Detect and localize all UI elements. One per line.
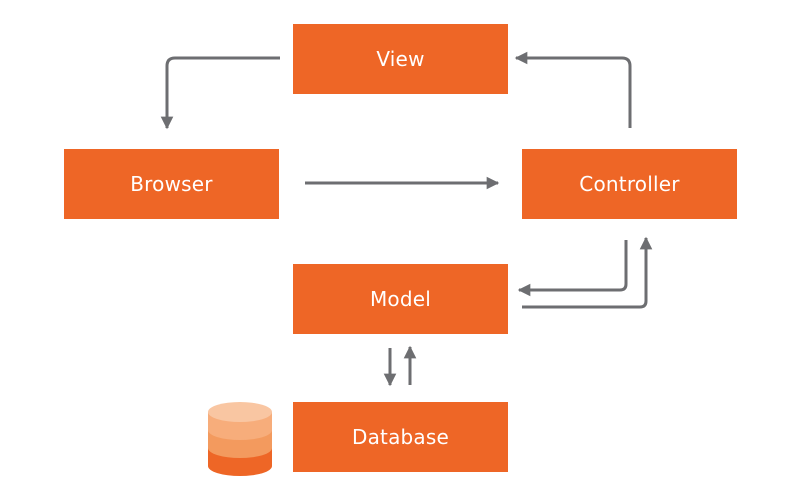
arrow-model-to-controller bbox=[522, 236, 653, 309]
database-box: Database bbox=[293, 402, 508, 472]
controller-label: Controller bbox=[579, 172, 680, 196]
arrow-controller-to-model bbox=[517, 240, 628, 297]
browser-label: Browser bbox=[130, 172, 213, 196]
model-label: Model bbox=[369, 287, 432, 311]
view-label: View bbox=[376, 47, 425, 71]
database-cylinder-icon bbox=[208, 402, 272, 476]
view-box: View bbox=[293, 24, 508, 94]
browser-box: Browser bbox=[64, 149, 279, 219]
controller-box: Controller bbox=[522, 149, 737, 219]
arrow-view-to-browser bbox=[160, 56, 280, 130]
model-box: Model bbox=[293, 264, 508, 334]
arrow-controller-to-view bbox=[514, 51, 632, 128]
database-label: Database bbox=[351, 425, 450, 449]
